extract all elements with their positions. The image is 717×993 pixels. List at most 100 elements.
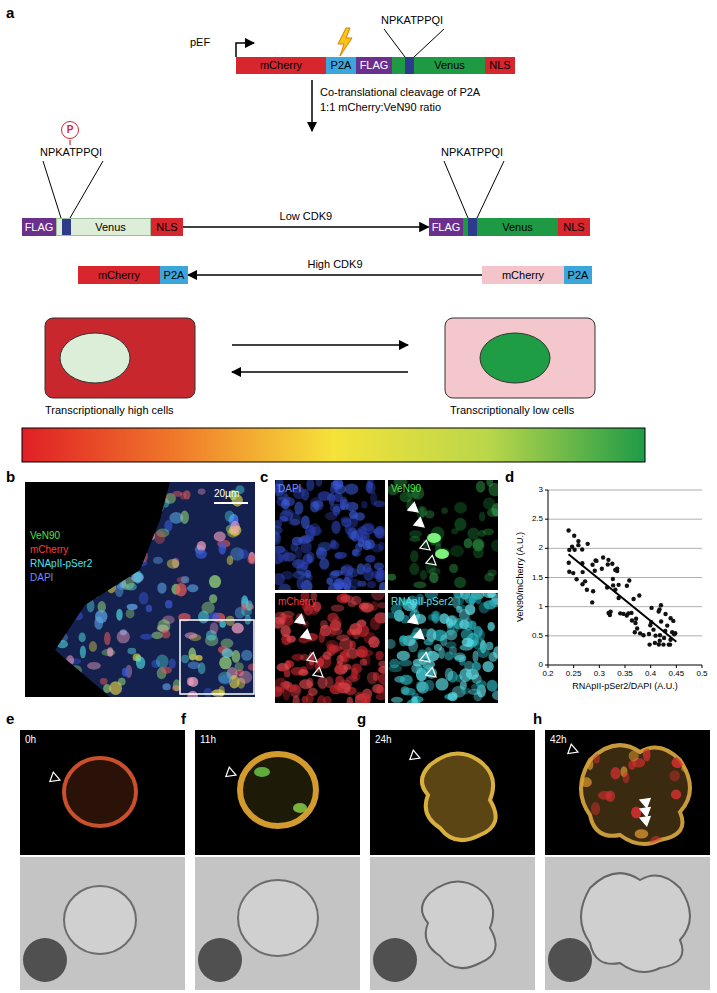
data-point (570, 545, 574, 549)
organoid-brightfield (581, 873, 690, 972)
cell-blob (148, 531, 155, 540)
data-point (590, 562, 594, 566)
data-point (610, 562, 614, 566)
data-point (633, 630, 637, 634)
cell-blob (183, 490, 190, 499)
cell-blob (650, 836, 662, 848)
data-point (651, 627, 655, 631)
panel-letter: c (260, 468, 268, 485)
protein-segment: mCherry (78, 266, 160, 284)
insert-line (384, 29, 405, 57)
data-point (593, 558, 597, 562)
cell-blob (126, 609, 135, 618)
cell-blob (102, 514, 115, 522)
edge-label: High CDK9 (305, 258, 364, 271)
cell-blob (454, 655, 466, 662)
cell-blob (316, 547, 327, 559)
arrowhead (301, 629, 314, 642)
cell-blob (397, 651, 410, 661)
cell-blob (685, 762, 694, 774)
box-label: P (67, 125, 74, 135)
grid-line (548, 606, 702, 607)
box-label: mCherry (98, 270, 140, 281)
arrowhead (226, 767, 238, 779)
cell-blob (234, 662, 243, 671)
arrowhead (638, 804, 650, 816)
cell-blob (189, 654, 198, 660)
cell-blob (275, 520, 282, 528)
time-label: 24h (375, 734, 392, 746)
data-point (653, 633, 657, 637)
cell-blob (409, 563, 419, 575)
peptide-sequence: NPKATPPQI (441, 146, 503, 159)
cell-blob (483, 528, 494, 535)
data-point (625, 584, 629, 588)
cell-blob (218, 672, 232, 684)
gene-segment: P2A (326, 57, 356, 74)
insert-line (444, 161, 468, 218)
cell-blob (120, 566, 134, 577)
cell-blob (346, 502, 359, 512)
cell-blob (185, 632, 198, 639)
cell-blob (198, 611, 209, 624)
process-arrow (311, 80, 313, 131)
data-point (663, 612, 667, 616)
box-label: P2A (331, 60, 352, 71)
brightfield-frame (545, 857, 710, 990)
cell-blob (472, 674, 482, 684)
art-shape (388, 480, 498, 588)
data-point (658, 638, 662, 642)
organoid (422, 754, 496, 841)
debris (373, 938, 417, 982)
cell-blob (162, 683, 170, 690)
cell-blob (222, 648, 233, 658)
trend-line (569, 554, 677, 642)
cell-blob (87, 662, 101, 670)
data-point (630, 618, 634, 622)
cell-blob (643, 748, 651, 762)
cell-blob (418, 672, 427, 680)
cell-blob (361, 501, 367, 509)
cell-blob (230, 521, 240, 535)
micrograph (275, 593, 385, 703)
cell-blob (587, 758, 594, 770)
data-point (566, 528, 570, 532)
cell-blob (275, 531, 280, 543)
cell-blob (331, 521, 340, 534)
reaction-arrow (183, 226, 429, 228)
organoid-patch (293, 803, 307, 813)
data-point (567, 561, 571, 565)
tick-mark (545, 635, 548, 636)
cell-blob (122, 668, 129, 677)
cell-blob (306, 552, 314, 564)
cell-blob (399, 636, 407, 643)
cell-blob (117, 630, 130, 643)
cell-blob (225, 511, 235, 522)
cell-blob (246, 600, 253, 610)
debris (23, 938, 67, 982)
cell-blob (450, 545, 464, 557)
time-label: 11h (200, 734, 216, 746)
data-point (659, 619, 663, 623)
tick-mark (599, 665, 600, 668)
data-point (641, 633, 645, 637)
arrowhead (408, 502, 421, 515)
cell-blob (672, 757, 684, 768)
box-label: P2A (568, 270, 589, 281)
cell-blob (62, 494, 70, 502)
cell-blob (388, 639, 396, 649)
peptide-sequence: NPKATPPQI (381, 14, 443, 27)
cell-blob (438, 647, 445, 659)
cell-blob (469, 595, 475, 606)
cell-blob (219, 656, 232, 669)
cell-blob (87, 546, 98, 558)
cell-blob (153, 557, 163, 564)
data-point (590, 600, 594, 604)
cell-blob (77, 575, 89, 581)
cell-blob (134, 570, 142, 584)
cell-blob (487, 680, 498, 692)
cell-blob (581, 777, 592, 787)
data-point (670, 630, 674, 634)
cell-blob (360, 693, 371, 703)
cell-blob (232, 623, 244, 634)
